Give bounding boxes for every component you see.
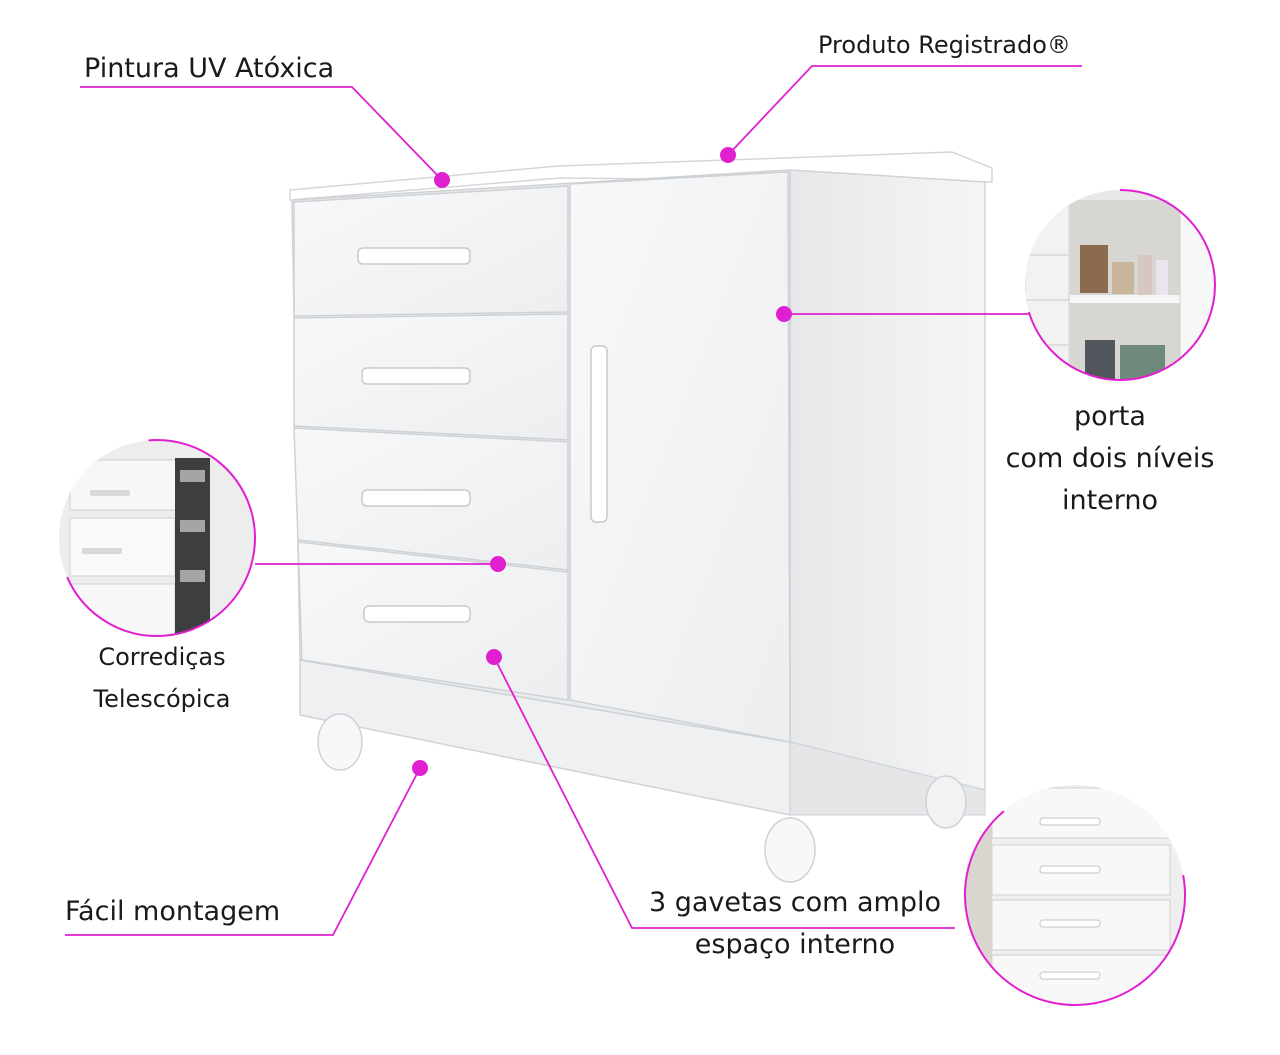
label-gavetas-line-1: 3 gavetas com amplo [648,887,942,918]
leader-pintura [80,86,443,181]
drawer-1 [293,185,569,317]
door-interior-detail [1024,189,1216,381]
cabinet-door [569,171,791,743]
leader-gavetas [493,656,955,929]
label-porta-line-2: com dois níveis [1005,443,1215,474]
label-corredicas-line-2: Telescópica [93,685,231,713]
label-porta-line-3: interno [1061,485,1159,516]
label-porta: porta com dois níveis interno [985,396,1235,522]
cabinet-top [289,151,993,201]
dot-gavetas [486,649,502,665]
leader-dots [412,147,792,776]
drawer-4-handle [363,605,471,623]
label-montagem: Fácil montagem [65,896,281,927]
cabinet-feet [317,713,967,883]
drawer-3-handle [361,489,471,507]
dot-corredicas [490,556,506,572]
drawer-1-handle [357,247,471,265]
label-gavetas: 3 gavetas com amplo espaço interno [630,882,960,966]
drawers-detail [964,784,1186,1006]
leader-montagem [65,767,421,936]
label-corredicas-line-1: Corrediças [98,643,226,671]
dot-montagem [412,760,428,776]
cabinet [289,151,993,883]
door-handle [590,345,608,523]
label-produto: Produto Registrado® [818,31,1071,59]
drawer-slides-detail [58,439,256,637]
dot-porta [776,306,792,322]
label-gavetas-line-2: espaço interno [694,929,896,960]
leader-produto [727,65,1082,156]
drawer-3 [293,427,569,571]
dot-produto [720,147,736,163]
cabinet-side [789,169,986,791]
drawer-2-handle [361,367,471,385]
leader-lines [65,65,1082,936]
label-porta-line-1: porta [1074,401,1146,432]
dot-pintura [434,172,450,188]
label-pintura: Pintura UV Atóxica [84,53,335,84]
label-corredicas: Corrediças Telescópica [72,636,252,720]
drawer-2 [293,313,569,441]
